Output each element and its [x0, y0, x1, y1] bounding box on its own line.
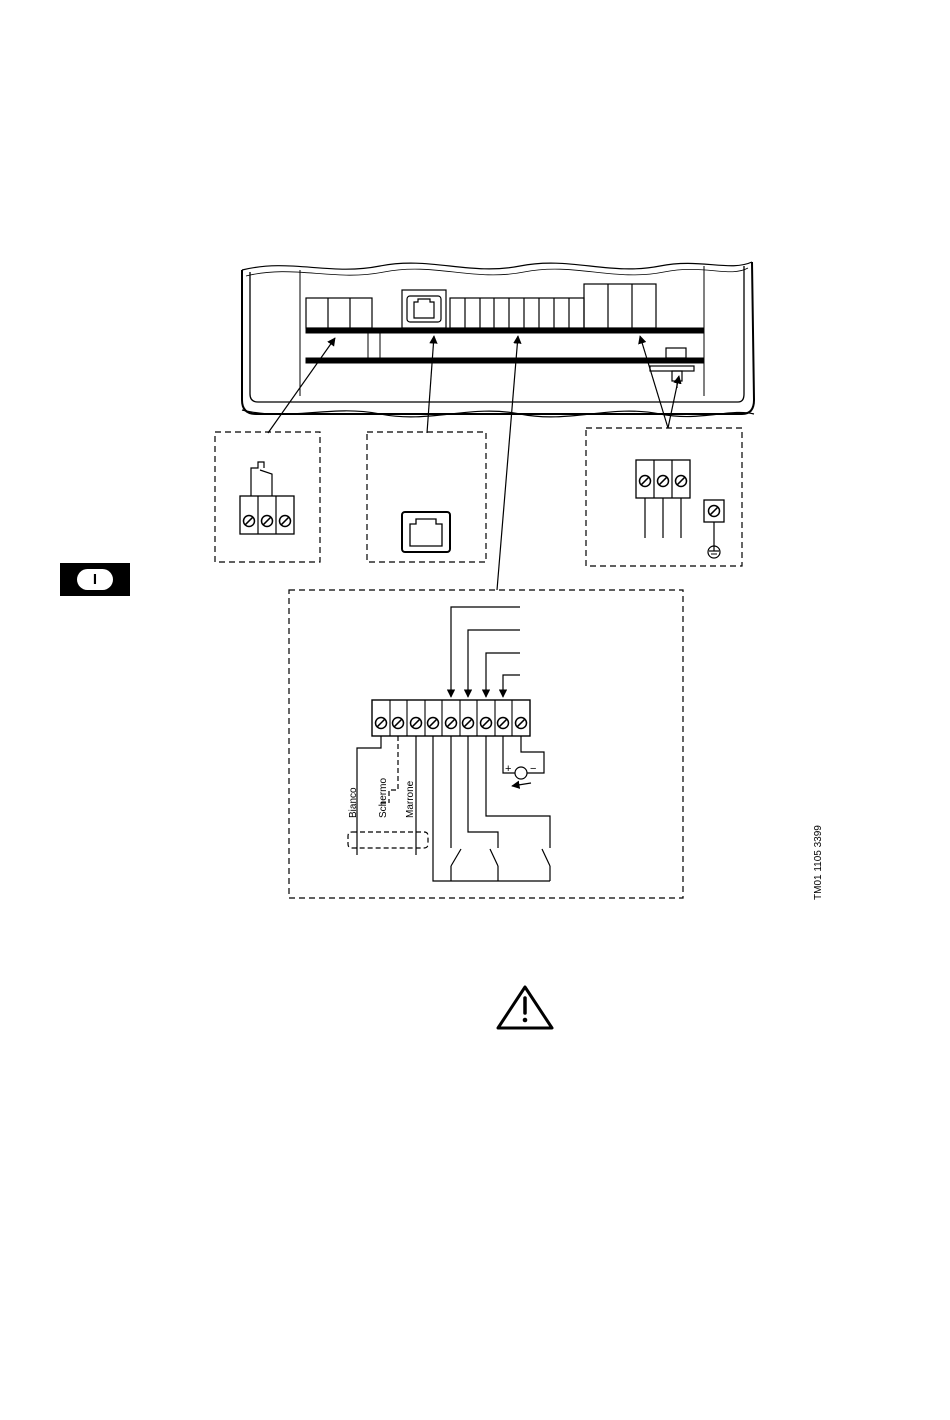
polarity-minus: − — [530, 763, 536, 775]
digital-input-switches — [433, 736, 550, 881]
relay-output-detail — [215, 432, 320, 562]
signal-terminal-detail: + − Bianco Schermo Marrone — [289, 590, 683, 898]
wire-label-brown: Marrone — [405, 780, 416, 818]
current-source-icon — [503, 736, 544, 786]
wire-label-white: Bianco — [348, 787, 359, 818]
warning-icon — [498, 987, 552, 1028]
board-signal-terminal — [450, 298, 584, 328]
drawing-reference: TM01 1105 3399 — [813, 825, 824, 900]
board-relay-terminal — [306, 298, 372, 328]
mains-earth-detail — [586, 428, 742, 566]
wire-label-shield: Schermo — [378, 778, 389, 818]
circuit-boards — [306, 328, 704, 363]
pointer-arrows — [268, 336, 679, 590]
ground-icon — [708, 546, 720, 558]
polarity-plus: + — [505, 763, 511, 775]
board-rj-socket — [402, 290, 446, 328]
board-earth-bolt — [650, 348, 694, 388]
board-mains-terminal — [584, 284, 656, 328]
controller-housing — [242, 262, 754, 417]
rj-socket-detail — [367, 432, 486, 562]
